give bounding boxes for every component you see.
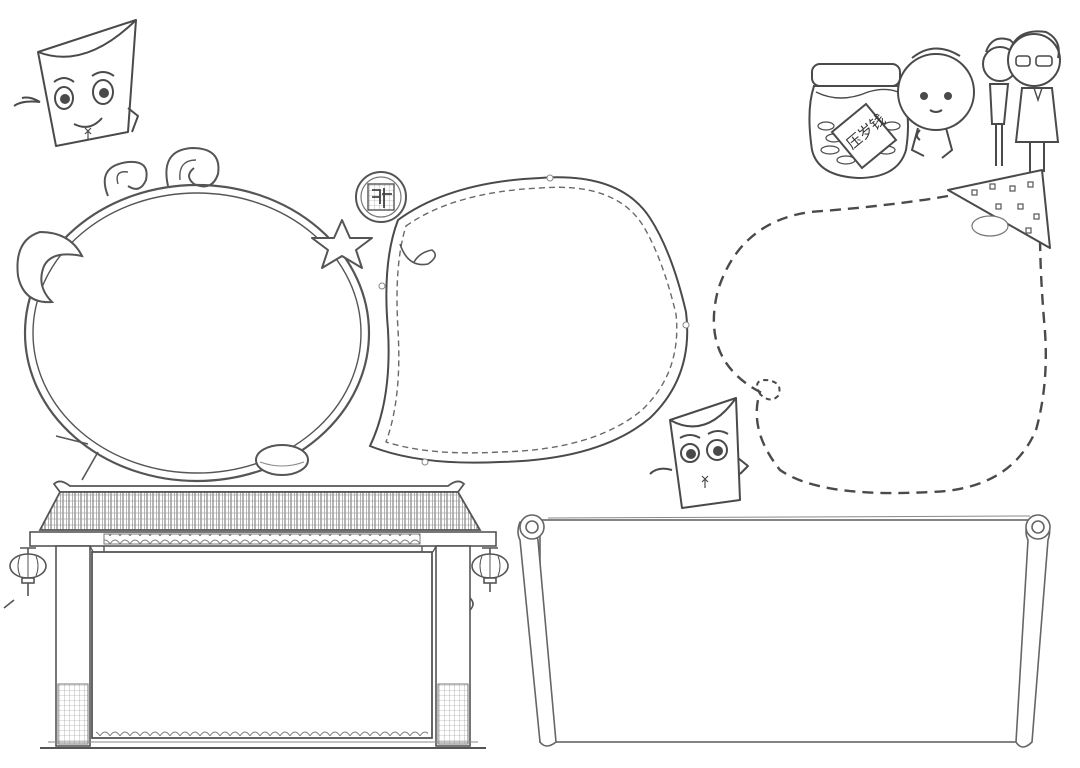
pavilion-frame xyxy=(29,480,497,749)
crescent-moon-icon xyxy=(16,230,84,304)
money-jar-icon xyxy=(808,63,909,180)
fu-medallion-icon xyxy=(355,171,407,223)
speech-bubble-frame xyxy=(368,174,690,466)
lantern-icon xyxy=(3,547,47,609)
dashed-cloud-frame xyxy=(712,169,1051,495)
round-frame xyxy=(23,146,371,483)
red-envelope-mascot-icon xyxy=(13,19,139,147)
red-envelope-mascot-icon xyxy=(649,397,749,509)
gold-ingot-icon xyxy=(255,444,309,476)
red-envelope-tag: 压岁钱 xyxy=(830,102,898,170)
star-icon xyxy=(311,219,373,269)
family-icon xyxy=(897,30,1061,172)
scroll-frame xyxy=(517,514,1051,748)
lantern-icon xyxy=(469,547,509,611)
